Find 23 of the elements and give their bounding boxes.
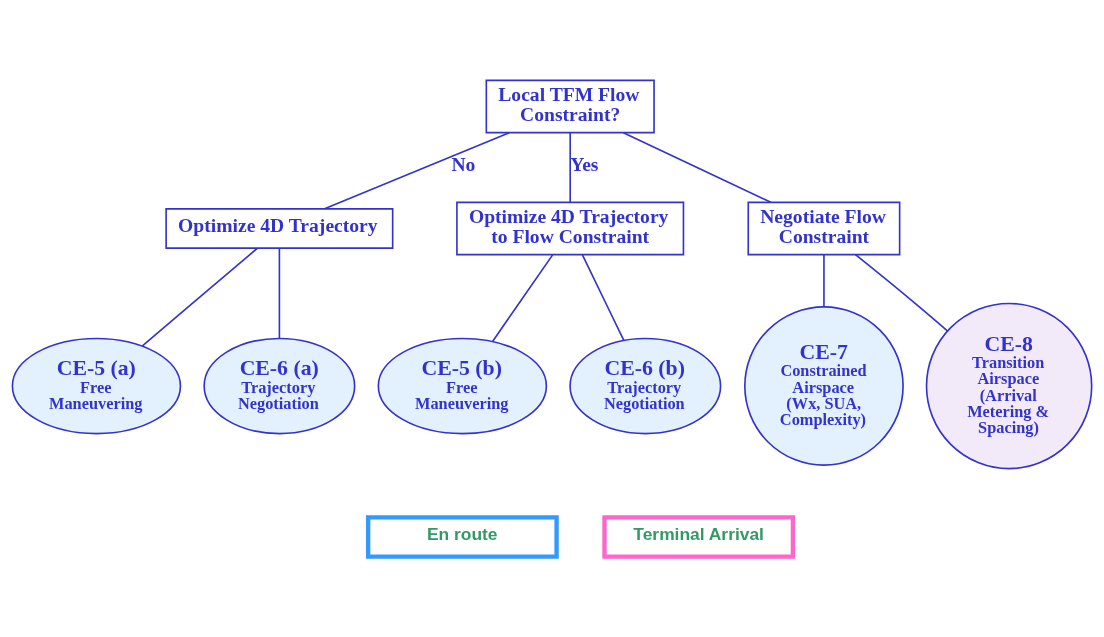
node-ellipse: CE-6 (b) Trajectory Negotiation: [569, 337, 722, 435]
edge-label: No: [451, 154, 476, 176]
edge-label: Yes: [570, 154, 599, 176]
node-ellipse: CE-6 (a) Trajectory Negotiation: [203, 337, 356, 435]
connector: [569, 131, 571, 204]
connector: [581, 254, 625, 341]
connector: [278, 247, 281, 339]
node-ellipse: CE-5 (b) Free Maneuvering: [377, 337, 548, 435]
connector: [323, 131, 511, 210]
connector: [823, 254, 825, 308]
legend-label: Terminal Arrival: [633, 524, 764, 545]
connector: [622, 131, 772, 204]
connector: [141, 247, 259, 347]
node-circle: CE-8 Transition Airspace (Arrival Metering & Spacing): [925, 302, 1093, 470]
node-box: Optimize 4D Trajectory to Flow Constraint: [456, 201, 685, 256]
node-circle: CE-7 Constrained Airspace (Wx, SUA, Complexity): [744, 306, 904, 466]
connector: [491, 254, 554, 343]
legend-label: En route: [426, 524, 498, 545]
node-box: Negotiate Flow Constraint: [747, 201, 901, 256]
node-ellipse: CE-5 (a) Free Maneuvering: [11, 337, 182, 435]
connector: [854, 253, 949, 332]
node-box: Local TFM Flow Constraint?: [485, 79, 655, 134]
node-box: Optimize 4D Trajectory: [165, 208, 394, 249]
